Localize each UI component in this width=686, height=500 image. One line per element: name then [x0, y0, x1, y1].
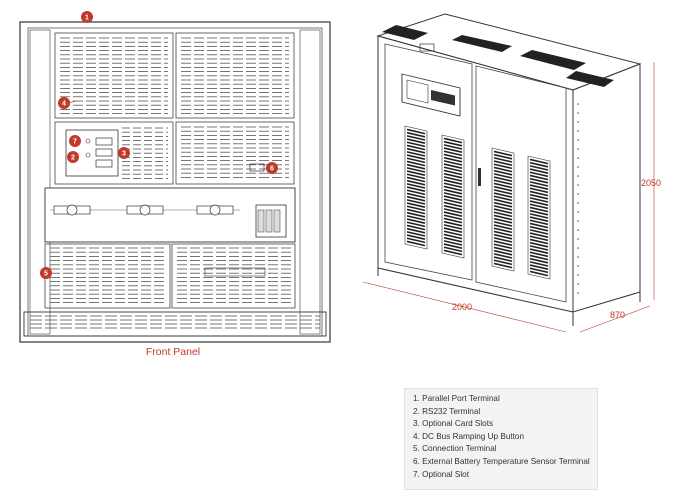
legend-item: 3. Optional Card Slots: [413, 419, 494, 429]
legend-list: 1. Parallel Port Terminal 2. RS232 Termi…: [405, 389, 597, 481]
upper-left-vents: [60, 37, 168, 114]
svg-text:7: 7: [73, 139, 77, 146]
breaker-knob: [209, 204, 221, 216]
upper-right-panel: [175, 32, 295, 119]
card-slot-3: [95, 159, 113, 168]
callout-2: 2: [67, 151, 79, 163]
breaker-knob: [139, 204, 151, 216]
svg-text:5: 5: [44, 271, 48, 278]
bottom-left-vents: [50, 247, 164, 304]
base-plinth: [23, 311, 327, 337]
upper-left-panel: [54, 32, 174, 119]
middle-left-vents: [122, 127, 168, 179]
svg-text:1: 1: [85, 15, 89, 22]
base-vents: [30, 315, 320, 329]
callout-7: 7: [69, 135, 81, 147]
breaker-row: [53, 204, 234, 216]
terminal-c: [273, 209, 281, 233]
bottom-right-panel: [171, 243, 296, 309]
front-outer-frame: [19, 21, 331, 343]
callout-1: 1: [81, 11, 93, 23]
legend-item: 1. Parallel Port Terminal: [413, 394, 500, 403]
legend-item: 7. Optional Slot: [413, 469, 469, 479]
callout-4: 4: [58, 97, 77, 109]
upper-right-vents: [181, 37, 289, 114]
front-panel-caption: Front Panel: [145, 346, 201, 358]
rs232-port: [85, 152, 91, 158]
middle-left-panel: [54, 121, 174, 185]
svg-text:4: 4: [62, 101, 66, 108]
legend-box: 1. Parallel Port Terminal 2. RS232 Termi…: [404, 388, 598, 490]
svg-text:3: 3: [122, 151, 126, 158]
svg-text:2: 2: [71, 155, 75, 162]
parallel-port: [85, 138, 91, 144]
callout-6: 6: [266, 162, 278, 174]
right-rail: [299, 29, 321, 335]
callout-3: 3: [118, 147, 130, 159]
card-slot-2: [95, 148, 113, 157]
middle-right-panel: [175, 121, 295, 185]
breaker-knob: [66, 204, 78, 216]
left-rail: [29, 29, 51, 335]
connection-block: [255, 204, 287, 238]
terminal-a: [257, 209, 265, 233]
terminal-strip: [204, 267, 266, 277]
callout-5: 5: [40, 267, 52, 279]
bottom-right-vents: [177, 247, 291, 304]
card-slot-1: [95, 137, 113, 146]
legend-item: 6. External Battery Temperature Sensor T…: [413, 456, 590, 466]
legend-item: 4. DC Bus Ramping Up Button: [413, 431, 525, 441]
terminal-b: [265, 209, 273, 233]
battery-sensor-terminal: [249, 163, 265, 172]
legend-item: 5. Connection Terminal: [413, 444, 497, 454]
svg-text:6: 6: [270, 166, 274, 173]
breaker-compartment: [44, 187, 296, 243]
legend-item: 2. RS232 Terminal: [413, 406, 481, 416]
